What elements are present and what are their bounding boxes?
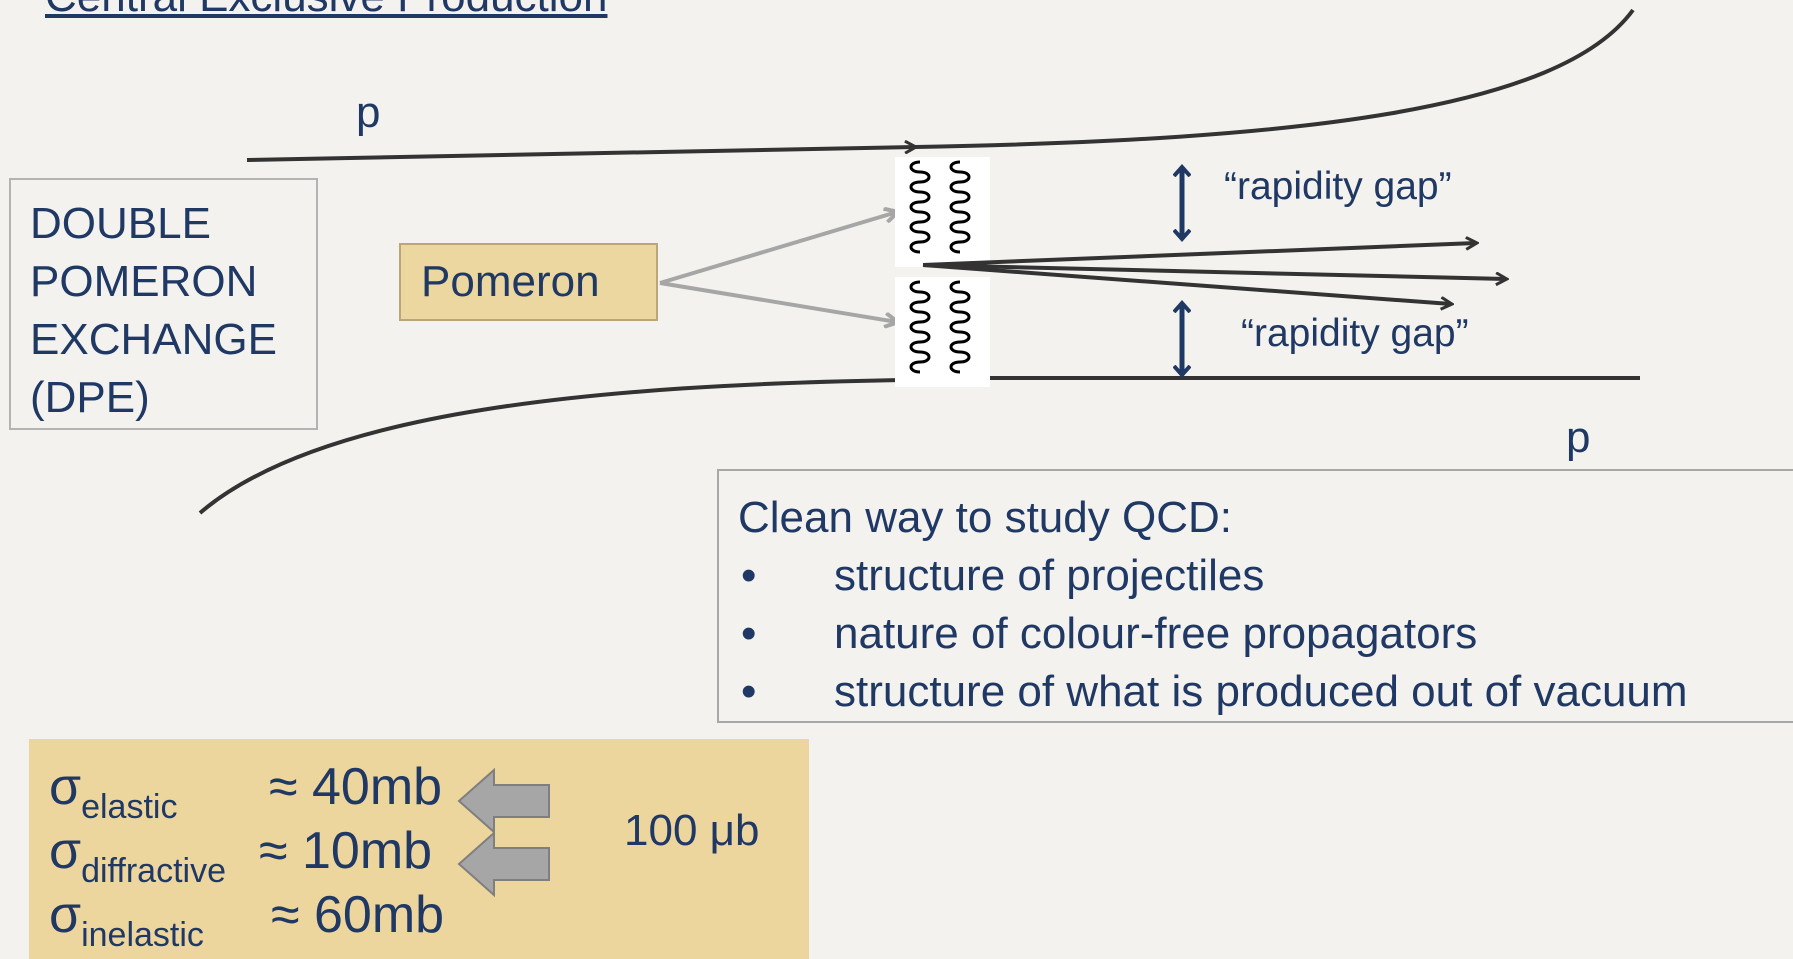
cross-section-value: ≈ 10mb: [259, 822, 433, 880]
gluon-coils-lower: [909, 280, 971, 374]
cross-section-subscript: diffractive: [81, 852, 226, 890]
sigma-symbol: σ: [49, 822, 82, 880]
qcd-bullet-text: structure of projectiles: [834, 551, 1265, 600]
qcd-bullet-item: • structure of projectiles: [738, 547, 1793, 605]
block-arrows: [457, 767, 550, 898]
pomeron-arrow-down: [659, 281, 897, 322]
cross-section-box: σelastic ≈ 40mb σdiffractive ≈ 10mb σine…: [29, 739, 809, 959]
qcd-heading: Clean way to study QCD:: [738, 493, 1232, 542]
proton-bottom-incoming-line: [198, 378, 906, 515]
dpe-box: DOUBLE POMERON EXCHANGE (DPE): [9, 178, 318, 430]
qcd-bullet-item: • structure of what is produced out of v…: [738, 663, 1793, 721]
slide-title: Central Exclusive Production: [45, 0, 607, 22]
proton-bottom-label: p: [1566, 413, 1591, 462]
rapidity-gap-bottom-label: “rapidity gap”: [1241, 312, 1469, 355]
proton-top-label: p: [356, 88, 381, 137]
pomeron-label-box: Pomeron: [399, 243, 658, 321]
dpe-line: POMERON: [30, 257, 258, 306]
qcd-bullet-text: nature of colour-free propagators: [834, 609, 1478, 658]
sigma-symbol: σ: [49, 758, 82, 816]
cross-section-side-label: 100 μb: [624, 806, 760, 855]
gluon-ladder-upper-bg: [895, 157, 990, 267]
left-block-arrow-icon: [457, 767, 550, 835]
cross-section-subscript: elastic: [81, 788, 178, 826]
cross-section-value: ≈ 60mb: [271, 886, 445, 944]
proton-top-outgoing-line: [914, 8, 1635, 149]
sigma-symbol: σ: [49, 886, 82, 944]
left-block-arrow-icon: [457, 830, 550, 898]
produced-particle-arrow-1: [922, 243, 1476, 267]
dpe-line: EXCHANGE: [30, 315, 277, 364]
cross-section-value: ≈ 40mb: [269, 758, 443, 816]
qcd-info-box: Clean way to study QCD: • structure of p…: [717, 469, 1793, 723]
qcd-bullet-item: • nature of colour-free propagators: [738, 605, 1793, 663]
bullet-icon: •: [741, 609, 757, 658]
bullet-icon: •: [741, 667, 757, 716]
gluon-ladder-lower-bg: [895, 277, 990, 387]
dpe-line: (DPE): [30, 373, 150, 422]
produced-particle-arrow-2: [922, 263, 1506, 279]
cross-section-row: σinelastic: [49, 885, 204, 955]
bullet-icon: •: [741, 551, 757, 600]
gluon-coils-upper: [909, 160, 971, 254]
cross-section-row: σdiffractive: [49, 821, 226, 891]
dpe-line: DOUBLE: [30, 199, 211, 248]
qcd-bullet-text: structure of what is produced out of vac…: [834, 667, 1688, 716]
rapidity-gap-top-label: “rapidity gap”: [1224, 165, 1452, 208]
produced-particle-arrow-3: [922, 263, 1451, 304]
proton-top-incoming-line: [246, 147, 915, 162]
pomeron-arrow-up: [659, 212, 897, 285]
cross-section-row: σelastic: [49, 757, 177, 827]
cross-section-subscript: inelastic: [81, 916, 204, 954]
